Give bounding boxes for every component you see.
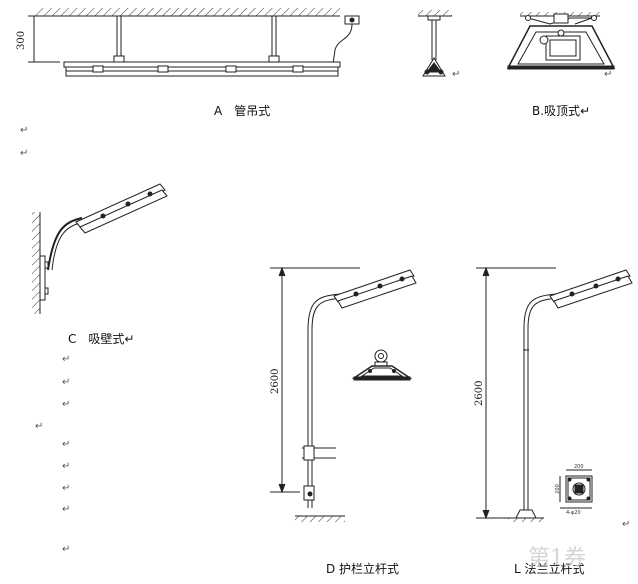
paragraph-mark: ↵ [35, 421, 44, 432]
paragraph-mark: ↵ [62, 504, 71, 515]
paragraph-mark: ↵ [62, 439, 71, 450]
paragraph-mark: ↵ [62, 399, 71, 410]
paragraph-mark: ↵ [62, 354, 71, 365]
paragraph-mark: ↵ [20, 125, 29, 136]
pipe-pendant-label: A 管吊式 [214, 104, 271, 118]
flange-bolt-dimension: 4-φ20 [566, 510, 581, 516]
ceiling-mount-front-drawing [506, 12, 616, 70]
lamp-head-detail-drawing [351, 349, 413, 381]
flange-plate-height-dimension: 200 [554, 484, 561, 494]
paragraph-mark: ↵ [604, 69, 613, 80]
ceiling-mount-side-drawing [418, 10, 452, 77]
paragraph-mark: ↵ [622, 519, 631, 530]
paragraph-mark: ↵ [452, 69, 461, 80]
flange-pole-height-dimension: 2600 [474, 380, 485, 406]
paragraph-mark: ↵ [20, 148, 29, 159]
ceiling-mount-label: B.吸顶式↵ [532, 104, 591, 118]
guardrail-pole-drawing [270, 266, 417, 522]
pendant-height-dimension: 300 [16, 30, 27, 50]
wall-mount-label: C 吸壁式↵ [68, 332, 135, 346]
watermark-logo: 第1券 [528, 546, 586, 571]
paragraph-mark: ↵ [62, 461, 71, 472]
paragraph-mark: ↵ [62, 377, 71, 388]
paragraph-mark: ↵ [62, 483, 71, 494]
pipe-pendant-drawing [28, 8, 360, 77]
paragraph-mark: ↵ [62, 544, 71, 555]
flange-pole-label: L 法兰立杆式 [514, 562, 585, 576]
guardrail-pole-height-dimension: 2600 [270, 368, 281, 394]
flange-plate-width-dimension: 200 [574, 464, 584, 470]
guardrail-pole-label: D 护栏立杆式 [326, 562, 400, 576]
flange-pole-drawing [476, 266, 633, 522]
wall-mount-drawing [32, 183, 168, 314]
